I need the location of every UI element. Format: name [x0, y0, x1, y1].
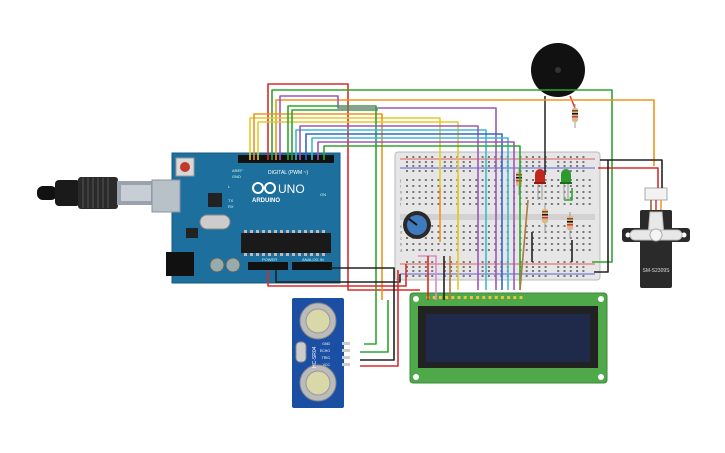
wire-green-2: [287, 105, 377, 345]
digital-header-label: DIGITAL (PWM ~): [268, 170, 308, 176]
brand-label: ARDUINO: [252, 198, 280, 204]
row-letter: e: [400, 224, 403, 229]
gnd-label: GND: [232, 174, 241, 179]
lcd-16x2[interactable]: [409, 292, 608, 384]
wire-green-led: [564, 188, 573, 201]
row-letter: b: [400, 242, 403, 247]
potentiometer[interactable]: [403, 211, 431, 239]
row-letter: g: [400, 196, 402, 201]
resistor-2: [542, 204, 548, 232]
arduino-logo: [252, 182, 276, 194]
lcd-pin: [482, 296, 486, 299]
row-letter: a: [400, 248, 403, 253]
tx-label: TX: [228, 198, 233, 203]
wire-cyan-1: [295, 129, 487, 290]
wire-green-5: [360, 300, 389, 353]
lcd-pin: [457, 296, 461, 299]
lcd-pin: [469, 296, 473, 299]
aref-label: AREF: [232, 168, 243, 173]
wires: [249, 83, 663, 367]
wire-green-4: [323, 145, 521, 290]
wire-green-3: [291, 109, 378, 160]
wire-red-servo: [598, 167, 659, 188]
servo-model-label: SM-S2309S: [643, 268, 671, 274]
wire-black-bottom: [275, 270, 401, 283]
reset-button[interactable]: [180, 162, 190, 172]
atmega-chip: [241, 233, 331, 253]
wire-black-bottom-rail: [594, 160, 609, 273]
sensor-pin: [342, 342, 350, 345]
wire-orange-1: [253, 113, 383, 300]
lcd-pin: [476, 296, 480, 299]
l-label: L: [228, 184, 231, 189]
model-label: UNO: [278, 182, 305, 196]
sensor-pin-label: TRIG: [322, 356, 331, 360]
row-letter: f: [400, 202, 402, 207]
resistor-3: [567, 212, 573, 238]
on-label: ON: [320, 192, 326, 197]
wire-red-top: [267, 83, 420, 291]
lcd-pin: [500, 296, 504, 299]
digital-header: [238, 155, 334, 163]
led-green: [560, 169, 572, 200]
row-letter: h: [400, 190, 402, 195]
sensor-pins: GND ECHO TRIG VCC: [320, 342, 350, 367]
analog-label: ANALOG IN: [302, 257, 324, 262]
sensor-pin-label: ECHO: [320, 349, 330, 353]
sensor-pin-label: GND: [322, 342, 330, 346]
analog-header: [292, 262, 332, 270]
lcd-pin: [451, 296, 455, 299]
lcd-pin: [519, 296, 523, 299]
wire-cyan-2: [311, 137, 509, 290]
resistor-buzzer: [572, 104, 578, 128]
lcd-pin: [494, 296, 498, 299]
lcd-pin: [513, 296, 517, 299]
lcd-pin: [507, 296, 511, 299]
wire-pink-1: [418, 255, 437, 300]
arduino-uno[interactable]: AREF GND DIGITAL (PWM ~) UNO ARDUINO TX …: [151, 152, 341, 284]
lcd-pin: [445, 296, 449, 299]
wire-black-2: [330, 267, 395, 361]
sensor-model-label: HC-SR04: [312, 346, 318, 368]
lcd-pin: [438, 296, 442, 299]
row-letter: c: [400, 236, 402, 241]
wire-blue-1: [305, 133, 503, 290]
wire-yellow-1: [249, 117, 441, 188]
rx-label: RX: [228, 204, 234, 209]
lcd-pin: [432, 296, 436, 299]
wire-purple-2: [299, 125, 479, 290]
power-label: POWER: [262, 257, 277, 262]
piezo-buzzer: [531, 43, 585, 175]
lcd-pin: [463, 296, 467, 299]
wire-red-2: [360, 270, 399, 367]
wire-orange-top: [275, 99, 655, 166]
sensor-pin-label: VCC: [323, 363, 331, 367]
row-letter: j: [399, 178, 401, 183]
sensor-pin: [342, 356, 350, 359]
lcd-pin: [488, 296, 492, 299]
ultrasonic-sensor[interactable]: HC-SR04 GND ECHO TRIG VCC: [292, 298, 350, 408]
servo-motor[interactable]: SM-S2309S: [622, 187, 690, 288]
row-letter: i: [400, 184, 401, 189]
power-header: [248, 262, 288, 270]
row-letter: d: [400, 230, 402, 235]
led-red: [534, 169, 546, 200]
wire-red-bottom: [267, 264, 407, 287]
sensor-pin: [342, 349, 350, 352]
wire-purple-3: [317, 141, 515, 290]
lcd-screen: [426, 314, 590, 362]
sensor-pin: [342, 363, 350, 366]
wire-black-servo: [600, 159, 663, 188]
usb-cable: [37, 177, 157, 209]
wire-brown-bb: [519, 199, 529, 291]
